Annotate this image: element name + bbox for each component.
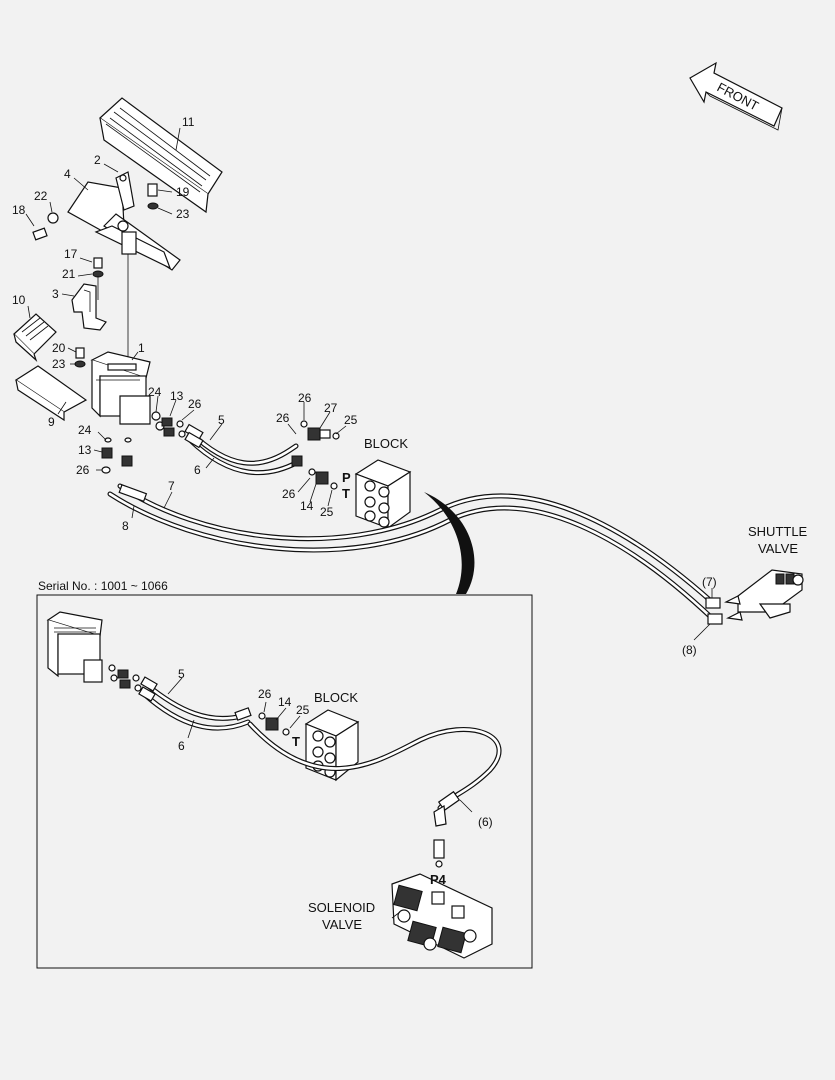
callout-26c: 26	[298, 391, 312, 405]
front-arrow: FRONT	[689, 61, 783, 131]
callout-24b: 24	[78, 423, 92, 437]
callout-8-ref: (8)	[682, 643, 697, 657]
pedal-valve-unit	[90, 351, 151, 425]
callout-22: 22	[34, 189, 48, 203]
callout-6: 6	[194, 463, 201, 477]
callout-10: 10	[12, 293, 26, 307]
inset-callout-6-ref: (6)	[478, 815, 493, 829]
callout-leaders	[25, 127, 713, 641]
washer-23	[147, 202, 159, 210]
valve-block	[354, 459, 412, 530]
callout-3: 3	[52, 287, 59, 301]
callout-24a: 24	[148, 385, 162, 399]
inset-fittings	[108, 664, 142, 692]
port-t-label: T	[342, 486, 350, 501]
inset-hoses-5-6	[138, 676, 252, 731]
shuttle-valve-label-2: VALVE	[758, 541, 798, 556]
inset-port-t-label: T	[292, 734, 300, 749]
port-p4-label: P4	[430, 872, 447, 887]
inset-callout-14: 14	[278, 695, 292, 709]
pedal-plate	[14, 365, 88, 422]
port-p-label: P	[342, 470, 351, 485]
callout-19: 19	[176, 185, 190, 199]
solenoid-valve-label-1: SOLENOID	[308, 900, 375, 915]
callout-26a: 26	[188, 397, 202, 411]
serial-inset: Serial No. : 1001 ~ 1066	[36, 579, 533, 969]
callout-26d: 26	[276, 411, 290, 425]
inset-callout-25: 25	[296, 703, 310, 717]
bolt-18	[32, 227, 48, 241]
callout-4: 4	[64, 167, 71, 181]
callout-2: 2	[94, 153, 101, 167]
pedal-pad	[99, 97, 223, 214]
callout-13a: 13	[170, 389, 184, 403]
inset-leaders	[167, 677, 473, 919]
callout-26e: 26	[282, 487, 296, 501]
solenoid-valve	[391, 873, 493, 959]
callout-5: 5	[218, 413, 225, 427]
callout-21: 21	[62, 267, 76, 281]
callout-27: 27	[324, 401, 338, 415]
pedal-pad-small	[13, 313, 57, 362]
nut-23	[74, 360, 86, 368]
inset-block-label: BLOCK	[314, 690, 358, 705]
callout-8: 8	[122, 519, 129, 533]
callout-25b: 25	[320, 505, 334, 519]
callout-13b: 13	[78, 443, 92, 457]
hoses-7-8	[107, 483, 723, 625]
callout-26b: 26	[76, 463, 90, 477]
callout-18: 18	[12, 203, 26, 217]
inset-callout-5: 5	[178, 667, 185, 681]
bolt-19	[147, 183, 158, 197]
callout-23b: 23	[52, 357, 66, 371]
solenoid-valve-label-2: VALVE	[322, 917, 362, 932]
shuttle-valve	[724, 569, 804, 621]
callout-9: 9	[48, 415, 55, 429]
block-label: BLOCK	[364, 436, 408, 451]
pedal-link	[115, 171, 135, 211]
hoses-5-6	[184, 423, 301, 476]
callout-23a: 23	[176, 207, 190, 221]
screw-20	[75, 347, 85, 359]
washer-22	[47, 212, 59, 224]
link-bracket	[71, 283, 107, 331]
inset-block-fittings	[258, 712, 290, 736]
shuttle-valve-label-1: SHUTTLE	[748, 524, 808, 539]
inset-hose-6-long	[247, 721, 502, 868]
callout-14: 14	[300, 499, 314, 513]
callout-numbers: 11 2 4 19 23 22 18 17 21 3 10 20 23 1 9 …	[12, 115, 808, 657]
callout-7: 7	[168, 479, 175, 493]
screw-17	[93, 257, 103, 269]
callout-1: 1	[138, 341, 145, 355]
inset-pedal-valve-unit	[46, 611, 103, 683]
callout-17: 17	[64, 247, 78, 261]
callout-11: 11	[182, 115, 195, 129]
pedal-bracket	[67, 181, 181, 271]
inset-callout-26: 26	[258, 687, 272, 701]
detail-connector	[424, 492, 475, 594]
serial-no-label: Serial No. : 1001 ~ 1066	[38, 579, 168, 593]
inset-callout-6: 6	[178, 739, 185, 753]
block-fittings	[291, 420, 340, 490]
callout-20: 20	[52, 341, 66, 355]
callout-7-ref: (7)	[702, 575, 717, 589]
callout-25a: 25	[344, 413, 358, 427]
